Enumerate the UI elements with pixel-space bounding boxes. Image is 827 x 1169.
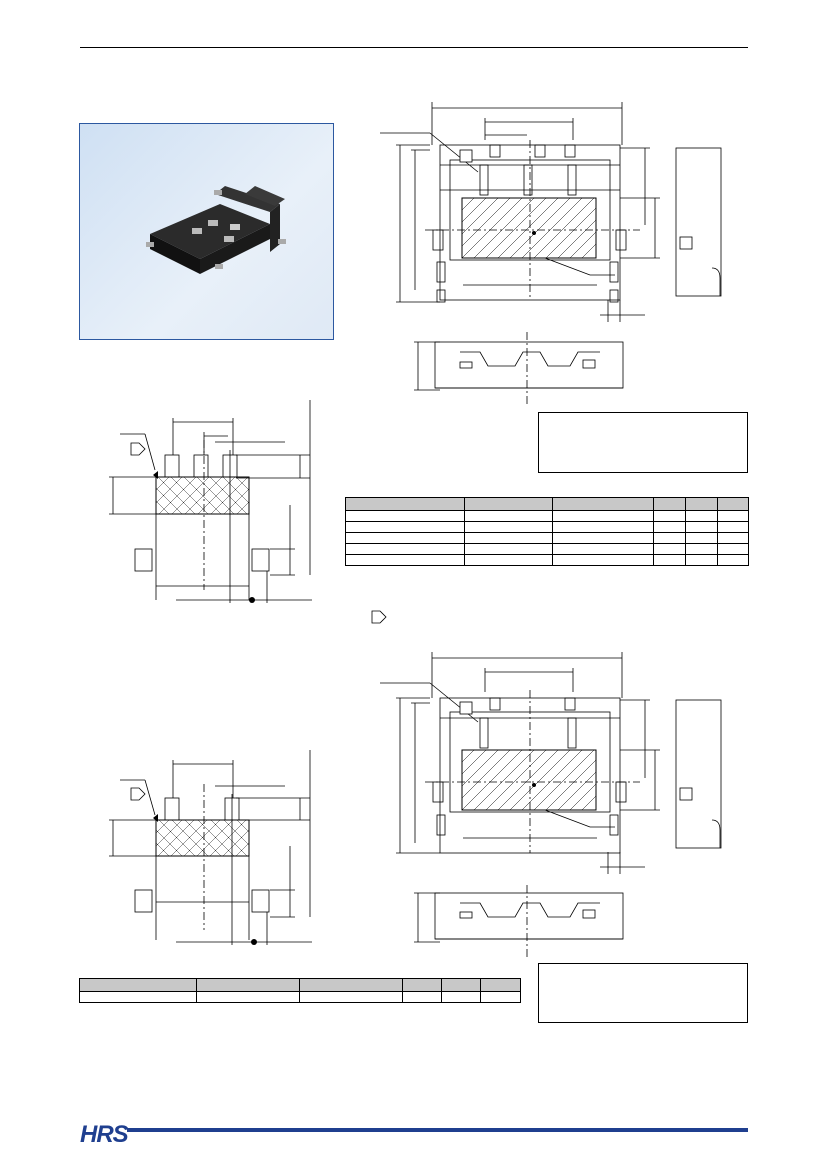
- product-photo: [79, 123, 334, 340]
- spec-table-top: [345, 497, 749, 566]
- table-header-cell: [79, 978, 197, 992]
- spec-table-bottom: [79, 978, 521, 1003]
- table-header-cell: [345, 497, 465, 511]
- table-row: [79, 991, 521, 1003]
- table-header-cell: [402, 978, 442, 992]
- table-header-row: [79, 978, 521, 992]
- header-rule: [80, 47, 748, 48]
- table-header-cell: [196, 978, 300, 992]
- connector-render-icon: [146, 186, 286, 274]
- note-box-top: [538, 412, 748, 473]
- footer-rule: [127, 1128, 748, 1132]
- hrs-logo: HRS: [80, 1121, 129, 1148]
- table-header-cell: [299, 978, 403, 992]
- table-row: [345, 543, 749, 555]
- table-header-cell: [441, 978, 481, 992]
- table-header-row: [345, 497, 749, 511]
- table-row: [345, 554, 749, 566]
- table-header-cell: [480, 978, 521, 992]
- note-box-bottom: [538, 963, 748, 1023]
- table-row: [345, 532, 749, 544]
- table-header-cell: [552, 497, 654, 511]
